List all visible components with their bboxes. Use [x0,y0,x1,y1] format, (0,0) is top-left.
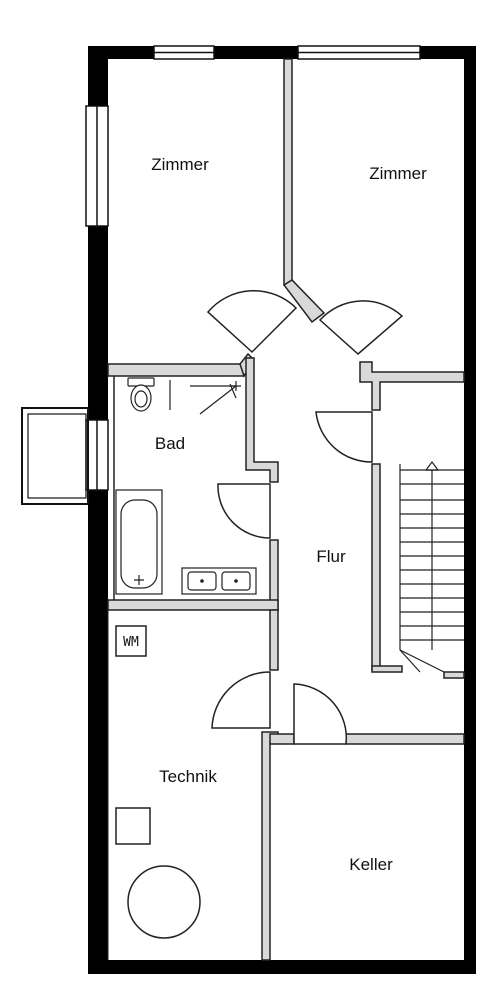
bathroom-fixtures [115,377,257,595]
wall-stair-top [359,361,465,411]
wall-keller-top-left [269,733,295,745]
wall-bad-bottom [107,599,279,611]
washing-machine [115,625,147,657]
door-technik[interactable] [211,671,271,729]
outer-wall-right [464,46,476,974]
door-keller[interactable] [293,683,348,745]
room-label-technik: Technik [159,767,217,786]
door-stair[interactable] [315,411,373,463]
room-label-flur: Flur [316,547,346,566]
wall-stair-bottom [371,665,403,673]
outer-wall-bottom [88,960,476,974]
double-sink [181,567,257,595]
bathtub [115,489,163,595]
wall-stair-left [371,463,381,671]
outer-wall-top-middle [214,46,298,59]
room-label-bad: Bad [155,434,185,453]
shower [169,380,241,415]
technical-unit [115,807,151,845]
wall-zimmer-divider [283,58,293,286]
wall-bad-right [245,357,279,483]
room-label-zimmer-left: Zimmer [151,155,209,174]
inner-walls [107,58,465,961]
balcony [21,407,89,505]
door-bad[interactable] [217,483,271,539]
wall-technik-right-lower [261,731,279,961]
wall-technik-right-upper [269,609,279,671]
doors [206,290,404,745]
outer-walls [88,46,476,974]
stair-direction-arrow [424,461,440,471]
wall-keller-top [345,733,465,745]
staircase [399,461,464,673]
windows [85,45,421,491]
boiler-tank [127,865,201,939]
toilet [127,377,155,412]
door-zimmer-right[interactable] [318,300,404,355]
wall-stair-bottom-right [443,671,465,679]
room-label-keller: Keller [349,855,393,874]
wall-bad-top [107,363,245,377]
outer-wall-left-low [88,490,108,974]
washing-machine-label: WM [123,635,139,650]
wall-zimmer-diagonal [282,279,326,324]
door-zimmer-left[interactable] [206,290,298,354]
outer-wall-left-top [88,46,108,106]
outer-wall-top-right [420,46,472,59]
room-label-zimmer-right: Zimmer [369,164,427,183]
technik-fixtures [115,625,201,939]
outer-wall-left-mid [88,226,108,420]
